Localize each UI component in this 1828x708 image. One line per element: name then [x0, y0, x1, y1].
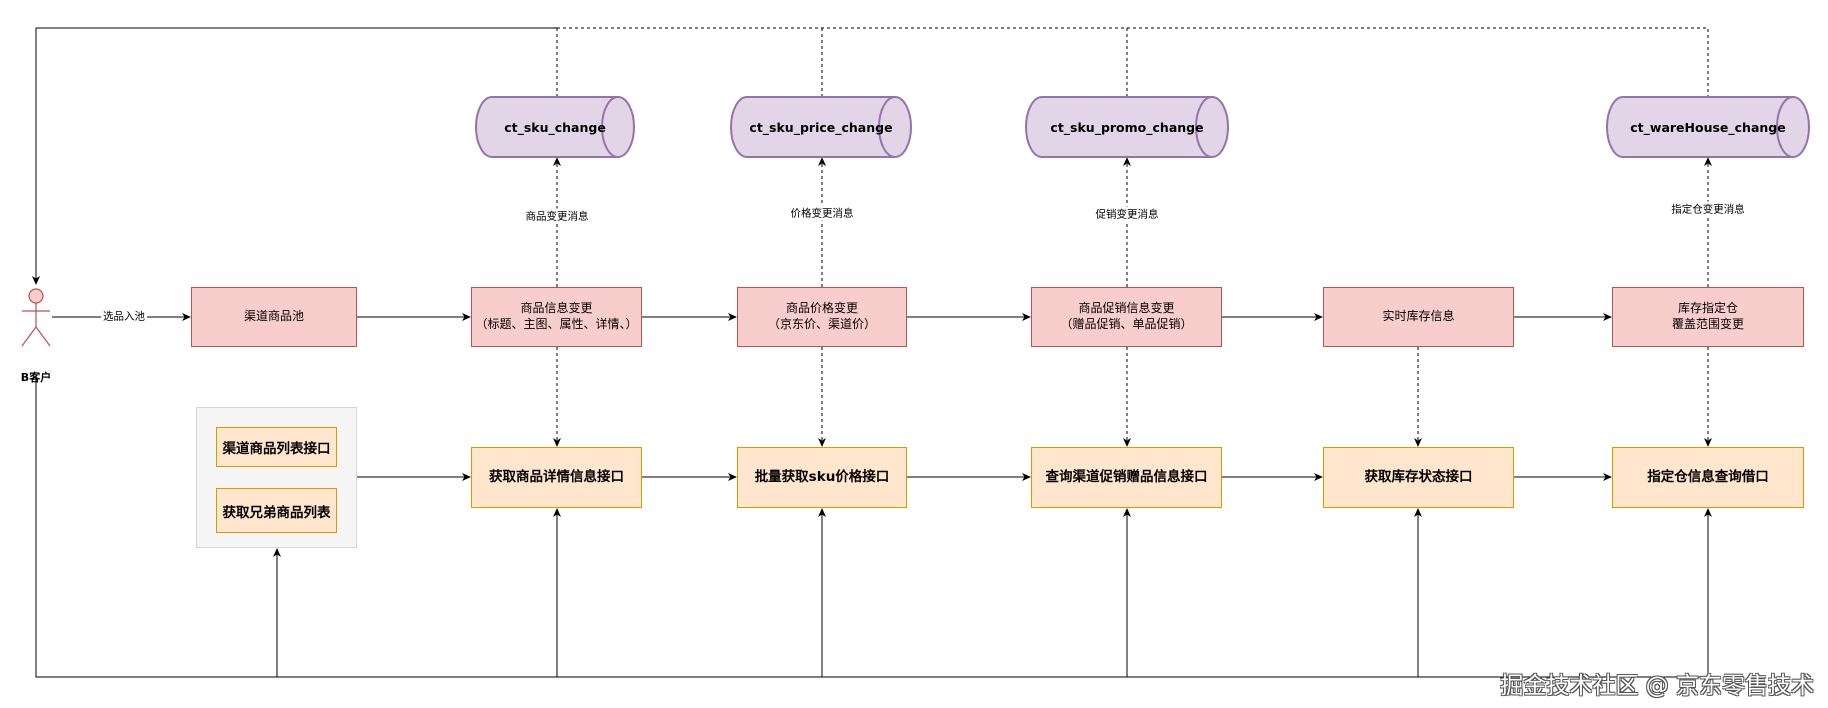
event-product-info-change: 商品信息变更 （标题、主图、属性、详情、） [471, 287, 642, 347]
event-promo-change: 商品促销信息变更 （赠品促销、单品促销） [1031, 287, 1222, 347]
event-warehouse-coverage-change: 库存指定仓 覆盖范围变更 [1612, 287, 1804, 347]
event-channel-pool: 渠道商品池 [191, 287, 357, 347]
api-sibling-product-list: 获取兄弟商品列表 [216, 488, 337, 533]
api-warehouse-query: 指定仓信息查询借口 [1612, 447, 1804, 508]
queue-warehouse-change: ct_wareHouse_change [1630, 119, 1786, 135]
connector-top-loop [32, 27, 557, 285]
api-channel-promo-gift: 查询渠道促销赠品信息接口 [1031, 447, 1222, 508]
api-product-detail: 获取商品详情信息接口 [471, 447, 642, 508]
api-batch-sku-price: 批量获取sku价格接口 [737, 447, 907, 508]
edge-label-sku-change: 商品变更消息 [523, 208, 591, 224]
api-stock-status: 获取库存状态接口 [1323, 447, 1514, 508]
event-realtime-stock: 实时库存信息 [1323, 287, 1514, 347]
queue-cylinder-warehouse [1606, 96, 1810, 158]
queue-sku-promo-change: ct_sku_promo_change [1050, 119, 1204, 135]
actor-icon [21, 288, 51, 347]
api-channel-product-list: 渠道商品列表接口 [216, 427, 337, 467]
edge-label-warehouse-change: 指定仓变更消息 [1669, 201, 1747, 217]
watermark: 掘金技术社区 @ 京东零售技术 [1500, 673, 1814, 699]
edge-label-price-change: 价格变更消息 [788, 205, 856, 221]
connector-dashed-verticals [553, 157, 1712, 447]
queue-sku-change: ct_sku_change [504, 119, 606, 135]
connector-top-dashed [556, 27, 1709, 97]
actor-label: B客户 [20, 371, 52, 384]
queue-cylinder-price [730, 96, 912, 158]
connector-bottom-bus [35, 376, 1712, 678]
queue-sku-price-change: ct_sku_price_change [749, 119, 893, 135]
queue-cylinder-sku [475, 96, 635, 158]
queue-cylinder-promo [1025, 96, 1229, 158]
edge-label-select-into-pool: 选品入池 [101, 308, 147, 324]
event-price-change: 商品价格变更 （京东价、渠道价） [737, 287, 907, 347]
channel-list-group: 渠道商品列表接口 获取兄弟商品列表 [196, 407, 357, 548]
edge-label-promo-change: 促销变更消息 [1093, 206, 1161, 222]
